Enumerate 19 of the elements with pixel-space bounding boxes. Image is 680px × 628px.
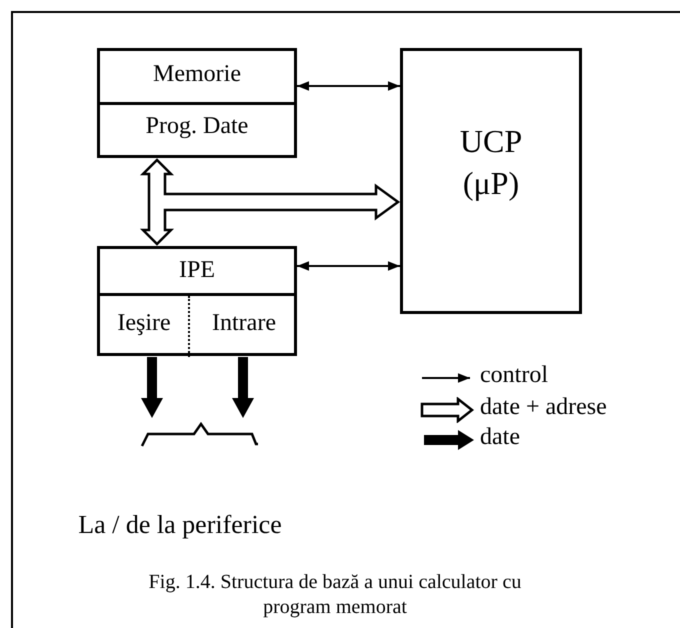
node-label: Prog. Date — [144, 112, 250, 141]
control-arrow — [297, 261, 400, 271]
legend-label: date — [480, 424, 520, 451]
memory-box — [97, 48, 297, 158]
data-arrow — [232, 357, 254, 418]
node-label: Ieşire — [116, 309, 172, 338]
io-unit-box — [97, 246, 297, 356]
legend-label: date + adrese — [480, 394, 607, 421]
node-label: Memorie — [152, 60, 242, 89]
data-arrow — [141, 357, 163, 418]
node-label: IPE — [178, 256, 216, 285]
control-arrow — [297, 81, 400, 91]
node-label: UCP (μP) — [458, 122, 524, 203]
node-label: La / de la periferice — [77, 509, 283, 541]
node-label: Intrare — [211, 309, 277, 338]
bus-arrow — [140, 158, 400, 246]
figure-caption: Fig. 1.4. Structura de bază a unui calculator cu program memorat — [148, 570, 522, 620]
legend-label: control — [480, 362, 548, 389]
cpu-box — [400, 48, 582, 314]
